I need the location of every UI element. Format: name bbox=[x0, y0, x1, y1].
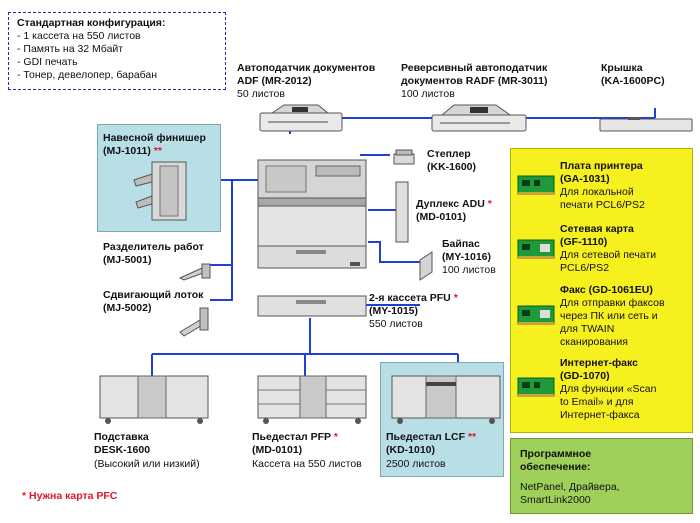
cover-model: (KA-1600PC) bbox=[601, 75, 665, 87]
cover-title: Крышка bbox=[601, 62, 643, 74]
software-desc: SmartLink2000 bbox=[520, 494, 591, 506]
option-ifax-model: (GD-1070) bbox=[560, 370, 610, 382]
radf-capacity: 100 листов bbox=[401, 88, 455, 100]
option-fax-desc: Для отправки факсов bbox=[560, 297, 665, 309]
stapler-device bbox=[393, 149, 415, 165]
pfp-title-text: Пьедестал PFP bbox=[252, 431, 331, 443]
finisher-model: (MJ-1011) ** bbox=[103, 145, 162, 158]
lcf-note-mark: ** bbox=[467, 431, 477, 443]
fax-board-icon bbox=[517, 305, 555, 325]
pfp-device bbox=[257, 375, 367, 424]
duplex-note-mark: * bbox=[487, 198, 492, 210]
option-fax-desc: через ПК или сеть и bbox=[560, 310, 658, 322]
option-ifax-desc: Интернет-факса bbox=[560, 409, 640, 421]
option-fax-title: Факс (GD-1061EU) bbox=[560, 284, 653, 296]
pfu-note-mark: * bbox=[453, 292, 458, 304]
software-box bbox=[510, 438, 693, 514]
bypass-device bbox=[419, 251, 433, 281]
bypass-title: Байпас bbox=[442, 238, 480, 250]
pfu-title-text: 2-я кассета PFU bbox=[369, 292, 451, 304]
mfp-main-unit bbox=[257, 159, 367, 269]
duplex-title: Дуплекс ADU * bbox=[416, 198, 492, 211]
standard-item: - Память на 32 Мбайт bbox=[17, 43, 124, 55]
finisher-model-text: (MJ-1011) bbox=[103, 145, 151, 157]
option-printer-model: (GA-1031) bbox=[560, 173, 610, 185]
duplex-title-text: Дуплекс ADU bbox=[416, 198, 485, 210]
bypass-model: (MY-1016) bbox=[442, 251, 492, 263]
desk-model: DESK-1600 bbox=[94, 444, 151, 456]
option-network-desc: PCL6/PS2 bbox=[560, 262, 610, 274]
stapler-title: Степлер bbox=[427, 148, 471, 160]
pfp-model: (MD-0101) bbox=[252, 444, 303, 456]
standard-item: - GDI печать bbox=[17, 56, 78, 68]
option-network-model: (GF-1110) bbox=[560, 236, 608, 248]
bypass-capacity: 100 листов bbox=[442, 264, 496, 276]
separator-title: Разделитель работ bbox=[103, 241, 204, 253]
finisher-title: Навесной финишер bbox=[103, 132, 206, 144]
pfp-capacity: Кассета на 550 листов bbox=[252, 458, 362, 470]
network-card-icon bbox=[517, 239, 555, 259]
software-subtitle: обеспечение: bbox=[520, 461, 591, 473]
adf-title: Автоподатчик документов bbox=[237, 62, 376, 74]
duplex-model: (MD-0101) bbox=[416, 211, 467, 223]
option-fax-desc: для TWAIN bbox=[560, 323, 615, 335]
shift-tray-title: Сдвигающий лоток bbox=[103, 289, 204, 301]
internet-fax-icon bbox=[517, 377, 555, 397]
standard-item: - Тонер, девелопер, барабан bbox=[17, 69, 158, 81]
radf-device bbox=[431, 104, 527, 132]
separator-model: (MJ-5001) bbox=[103, 254, 152, 266]
desk-device bbox=[99, 375, 209, 424]
printer-board-icon bbox=[517, 175, 555, 195]
software-title: Программное bbox=[520, 448, 592, 460]
option-ifax-desc: to Email» и для bbox=[560, 396, 634, 408]
adf-device bbox=[259, 104, 343, 132]
radf-model: документов RADF (MR-3011) bbox=[401, 75, 548, 87]
option-printer-title: Плата принтера bbox=[560, 160, 643, 172]
trays-connector bbox=[210, 180, 233, 301]
radf-title: Реверсивный автоподатчик bbox=[401, 62, 548, 74]
pfp-title: Пьедестал PFP * bbox=[252, 431, 338, 444]
standard-config-title: Стандартная конфигурация: bbox=[17, 17, 166, 29]
option-printer-desc: печати PCL6/PS2 bbox=[560, 199, 645, 211]
shift-tray-device bbox=[179, 307, 209, 337]
pfu-title: 2-я кассета PFU * bbox=[369, 292, 458, 305]
stapler-model: (KK-1600) bbox=[427, 161, 477, 173]
adf-capacity: 50 листов bbox=[237, 88, 285, 100]
option-network-title: Сетевая карта bbox=[560, 223, 634, 235]
shift-tray-model: (MJ-5002) bbox=[103, 302, 152, 314]
pfu-model: (MY-1015) bbox=[369, 305, 419, 317]
lcf-title: Пьедестал LCF ** bbox=[386, 431, 476, 444]
cover-device bbox=[599, 117, 693, 132]
pfu-device bbox=[257, 295, 367, 317]
option-ifax-desc: Для функции «Scan bbox=[560, 383, 657, 395]
desk-title: Подставка bbox=[94, 431, 149, 443]
pfp-note-mark: * bbox=[333, 431, 338, 443]
lcf-title-text: Пьедестал LCF bbox=[386, 431, 466, 443]
standard-config-box: Стандартная конфигурация: - 1 кассета на… bbox=[8, 12, 226, 90]
lcf-device bbox=[391, 375, 501, 424]
option-printer-desc: Для локальной bbox=[560, 186, 634, 198]
standard-item: - 1 кассета на 550 листов bbox=[17, 30, 141, 42]
lcf-model: (KD-1010) bbox=[386, 444, 436, 456]
pfc-footnote: * Нужна карта PFC bbox=[22, 490, 118, 502]
lcf-capacity: 2500 листов bbox=[386, 458, 446, 470]
option-ifax-title: Интернет-факс bbox=[560, 357, 638, 369]
software-desc: NetPanel, Драйвера, bbox=[520, 481, 620, 493]
pfu-capacity: 550 листов bbox=[369, 318, 423, 330]
option-network-desc: Для сетевой печати bbox=[560, 249, 657, 261]
separator-device bbox=[178, 263, 211, 281]
option-fax-desc: сканирования bbox=[560, 336, 628, 348]
adf-model: ADF (MR-2012) bbox=[237, 75, 312, 87]
finisher-note-mark: ** bbox=[153, 145, 162, 157]
desk-variant: (Высокий или низкий) bbox=[94, 458, 200, 470]
duplex-device bbox=[395, 181, 409, 243]
finisher-device bbox=[133, 161, 187, 221]
